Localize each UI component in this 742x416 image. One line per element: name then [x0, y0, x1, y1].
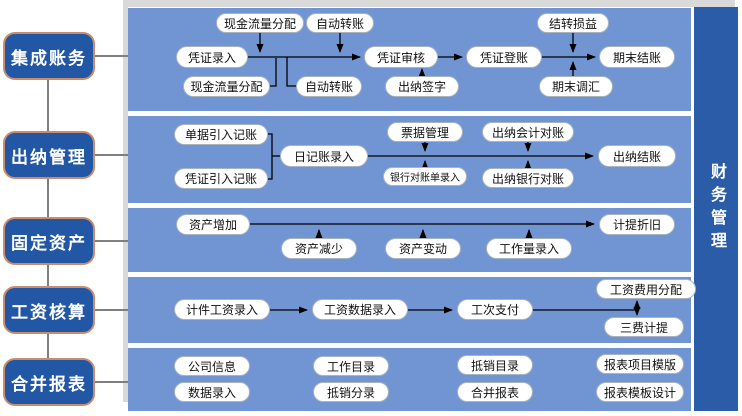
flow-node: 日记账录入: [280, 145, 368, 167]
flow-node: 现金流量分配: [216, 13, 304, 33]
flow-node: 凭证审核: [364, 46, 438, 68]
flow-node: 凭证引入记账: [174, 168, 268, 189]
flow-node: 三费计提: [604, 317, 684, 337]
flow-node: 计件工资录入: [174, 299, 270, 320]
flow-node: 出纳会计对账: [482, 122, 574, 142]
flow-node: 凭证登账: [466, 46, 542, 68]
flow-node: 工作量录入: [486, 238, 572, 259]
flow-node: 银行对账单录入: [383, 167, 467, 186]
flow-node: 工资数据录入: [312, 299, 408, 320]
flow-node: 合并报表: [457, 382, 533, 402]
container-shadow-left: [123, 7, 128, 402]
flow-node: 出纳银行对账: [482, 168, 574, 188]
flow-node: 数据录入: [174, 382, 250, 402]
flow-node: 期末结账: [599, 46, 675, 68]
flow-node: 结转损益: [537, 13, 609, 33]
flow-node: 出纳签字: [385, 76, 459, 97]
sidebar-item-cashier-management: 出纳管理: [3, 131, 95, 179]
right-title-bar: 财务管理: [694, 7, 738, 411]
sidebar-item-integrated-accounting: 集成账务: [3, 32, 95, 80]
sidebar-item-consolidated-reports: 合并报表: [3, 358, 95, 406]
flow-node: 公司信息: [174, 356, 250, 376]
flow-node: 资产减少: [281, 238, 357, 259]
flow-node: 工次支付: [457, 299, 533, 320]
flow-node: 计提折旧: [599, 214, 675, 235]
container-shadow-top: [123, 0, 735, 7]
flow-node: 期末调汇: [539, 76, 613, 97]
flow-node: 现金流量分配: [183, 76, 270, 97]
flow-node: 自动转账: [296, 76, 362, 97]
flow-node: 出纳结账: [598, 145, 676, 167]
flow-node: 凭证录入: [176, 46, 248, 68]
flow-node: 资产增加: [176, 214, 250, 235]
flow-node: 单据引入记账: [174, 124, 268, 145]
flow-node: 工作目录: [313, 356, 389, 376]
flow-node: 报表项目模版: [596, 354, 684, 374]
flow-node: 抵销分录: [313, 382, 389, 402]
flow-node: 报表模板设计: [596, 382, 684, 402]
flow-node: 资产变动: [385, 238, 461, 259]
flow-node: 抵销目录: [457, 355, 533, 375]
flow-node: 工资费用分配: [596, 279, 696, 299]
flow-node: 票据管理: [387, 122, 463, 142]
sidebar-item-payroll: 工资核算: [3, 286, 95, 334]
right-title-label: 财务管理: [708, 163, 725, 255]
flow-node: 自动转账: [306, 13, 374, 33]
sidebar-item-fixed-assets: 固定资产: [3, 217, 95, 265]
